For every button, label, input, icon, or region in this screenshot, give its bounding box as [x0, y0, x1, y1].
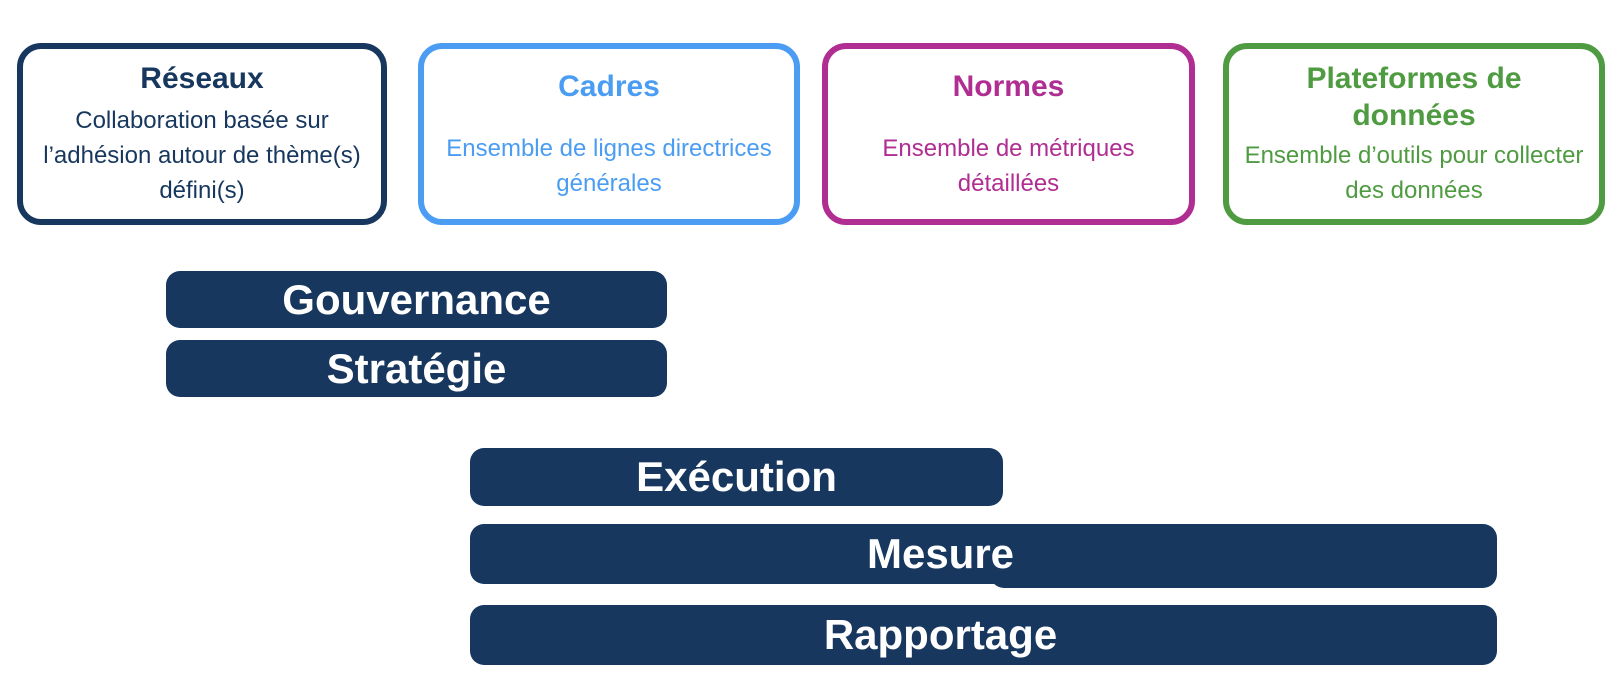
card-normes: Normes Ensemble de métriques détaillées — [822, 43, 1195, 225]
card-description-line: Ensemble de métriques — [882, 134, 1135, 162]
bar-strategie-label: Stratégie — [326, 344, 507, 392]
card-description-line: détaillées — [957, 169, 1060, 197]
bar-execution-label: Exécution — [636, 453, 837, 500]
card-cadres-title: Cadres — [558, 68, 660, 105]
card-description-line: générales — [556, 169, 662, 197]
card-reseaux-title: Réseaux — [140, 60, 263, 97]
card-plateformes-de-donnees: Plateformes de données Ensemble d’outils… — [1223, 43, 1605, 225]
bar-mesure: Mesure — [470, 524, 1497, 584]
bar-rapportage-label: Rapportage — [823, 611, 1058, 658]
bar-strategie: Stratégie — [166, 340, 667, 397]
card-description-line: l’adhésion autour de thème(s) — [43, 142, 361, 169]
card-normes-title: Normes — [953, 68, 1065, 105]
card-title-line: Cadres — [558, 69, 660, 103]
card-plateformes-description: Ensemble d’outils pour collecter des don… — [1245, 138, 1584, 208]
card-cadres-description: Ensemble de lignes directrices générales — [446, 131, 772, 201]
card-description-line: des données — [1345, 177, 1483, 204]
bar-gouvernance: Gouvernance — [166, 271, 667, 328]
card-cadres: Cadres Ensemble de lignes directrices gé… — [418, 43, 800, 225]
bar-execution: Exécution — [470, 448, 1003, 506]
card-description-line: Collaboration basée sur — [75, 107, 329, 134]
card-reseaux-description: Collaboration basée sur l’adhésion autou… — [43, 103, 361, 208]
card-plateformes-title: Plateformes de données — [1306, 60, 1521, 134]
card-description-line: défini(s) — [159, 177, 245, 204]
bar-gouvernance-label: Gouvernance — [282, 275, 551, 323]
card-reseaux: Réseaux Collaboration basée sur l’adhési… — [17, 43, 387, 225]
card-title-line: Normes — [952, 69, 1065, 103]
card-title-line: données — [1352, 99, 1476, 132]
card-title-line: Réseaux — [140, 62, 264, 95]
card-description-line: Ensemble de lignes directrices — [446, 134, 772, 162]
card-description-line: Ensemble d’outils pour collecter — [1244, 142, 1584, 169]
card-normes-description: Ensemble de métriques détaillées — [882, 131, 1134, 201]
bar-mesure-label: Mesure — [866, 530, 1015, 577]
bar-rapportage: Rapportage — [470, 605, 1497, 665]
card-title-line: Plateformes de — [1306, 62, 1522, 95]
